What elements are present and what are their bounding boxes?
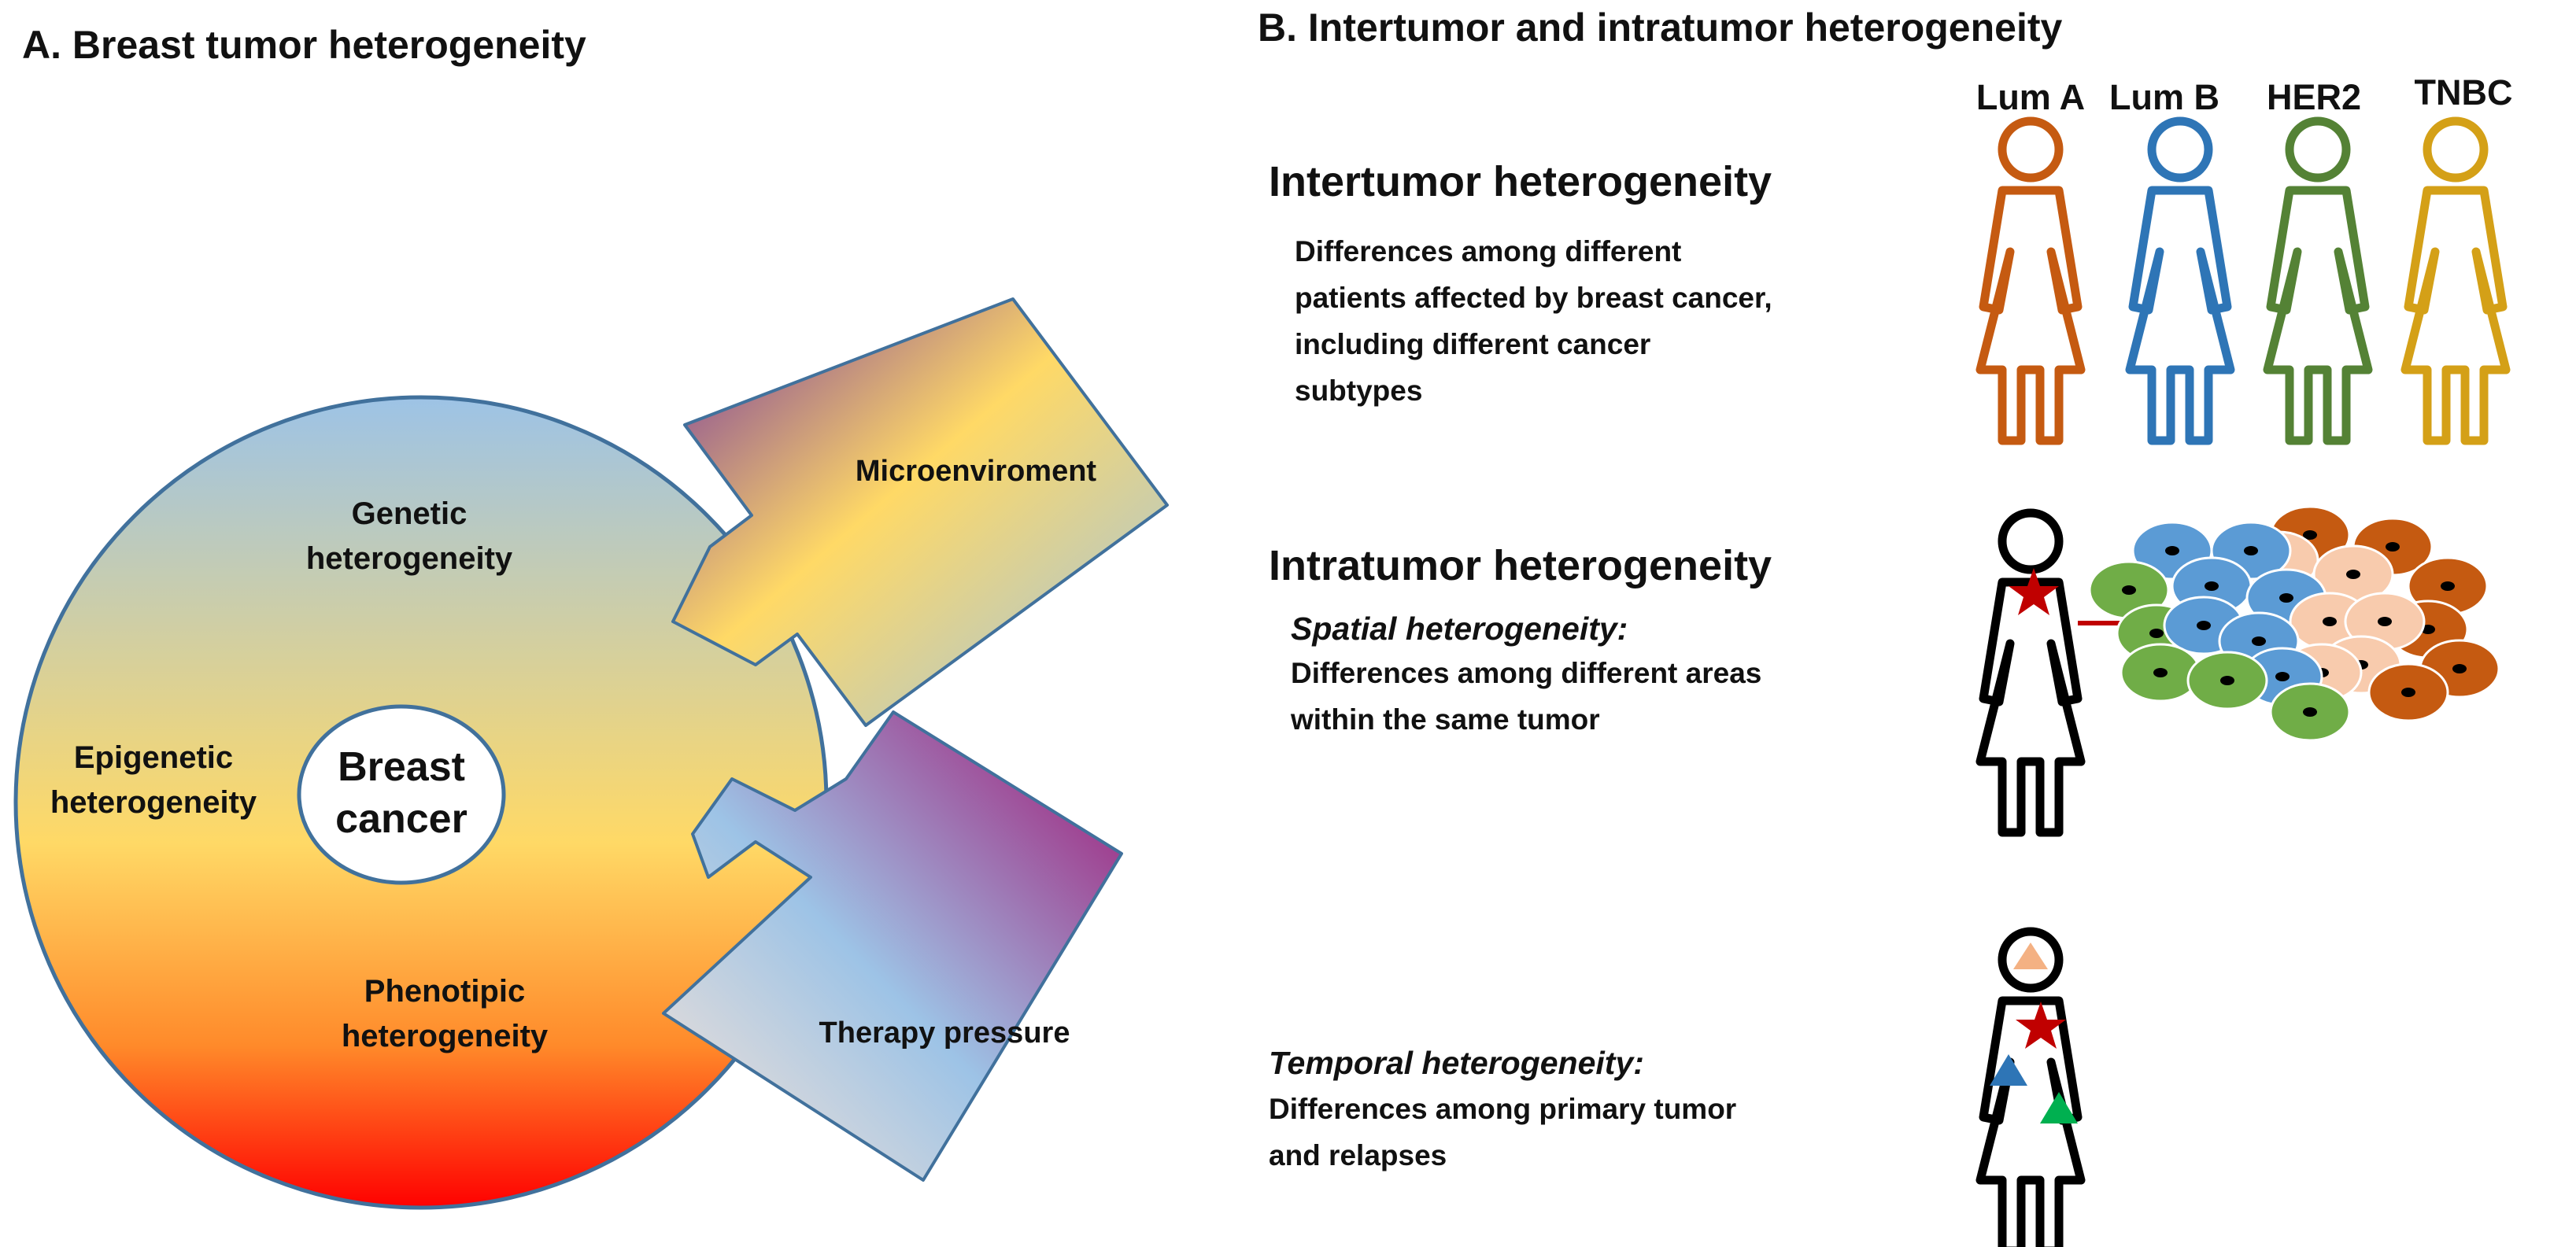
tumor-cell-nucleus	[2197, 621, 2211, 630]
temporal-description: Differences among primary tumor and rela…	[1269, 1093, 1737, 1171]
temporal-woman-icon	[1980, 932, 2081, 1247]
tumor-cell-nucleus	[2323, 617, 2337, 626]
therapy-pressure-label: Therapy pressure	[819, 1016, 1070, 1050]
tumor-cell-nucleus	[2401, 688, 2415, 697]
tumor-cell-cluster	[2088, 505, 2500, 742]
tumor-cell-nucleus	[2149, 629, 2164, 638]
tumor-cell-nucleus	[2122, 585, 2136, 595]
subtype-label-lum-b: Lum B	[2109, 77, 2219, 117]
breast-cancer-core	[297, 704, 506, 885]
phenotypic-heterogeneity-label: Phenotipic heterogeneity	[341, 974, 549, 1053]
relapse-star-icon	[2016, 1002, 2066, 1049]
tumor-cell-nucleus	[2252, 636, 2266, 646]
subtype-label-tnbc: TNBC	[2414, 72, 2513, 113]
her2-woman-icon	[2267, 121, 2368, 441]
intertumor-heading: Intertumor heterogeneity	[1269, 158, 1772, 205]
lum-b-woman-icon	[2130, 121, 2230, 441]
relapse-triangle-blue-icon	[1990, 1054, 2027, 1086]
spatial-heading: Spatial heterogeneity:	[1291, 611, 1628, 647]
primary-triangle-orange-icon	[2013, 943, 2048, 969]
intertumor-description: Differences among different patients aff…	[1295, 235, 1772, 407]
tumor-cell-nucleus	[2153, 668, 2168, 677]
panel-a-title: A. Breast tumor heterogeneity	[22, 23, 586, 67]
spatial-description: Differences among different areas within…	[1291, 657, 1762, 736]
therapy-pressure-arrow	[662, 710, 1123, 1182]
tumor-cell-nucleus	[2378, 617, 2392, 626]
lum-a-woman-icon	[1980, 121, 2081, 441]
tumor-cell-nucleus	[2303, 707, 2317, 717]
relapse-triangle-green-icon	[2040, 1092, 2078, 1123]
tumor-cell-nucleus	[2386, 542, 2400, 552]
genetic-heterogeneity-label: Genetic heterogeneity	[305, 496, 513, 576]
tumor-cell-nucleus	[2244, 546, 2258, 555]
subtype-label-her2: HER2	[2266, 77, 2362, 117]
tnbc-woman-icon	[2405, 121, 2506, 441]
epigenetic-heterogeneity-label: Epigenetic heterogeneity	[50, 740, 257, 820]
temporal-heading: Temporal heterogeneity:	[1269, 1045, 1644, 1081]
tumor-cell-nucleus	[2441, 581, 2455, 591]
tumor-cell-nucleus	[2279, 593, 2293, 603]
tumor-cell-nucleus	[2165, 546, 2179, 555]
tumor-cell-nucleus	[2452, 664, 2467, 673]
tumor-cell-nucleus	[2205, 581, 2219, 591]
tumor-cell-nucleus	[2275, 672, 2290, 681]
tumor-star-icon	[2009, 568, 2059, 615]
tumor-cell-nucleus	[2346, 570, 2360, 579]
tumor-cell-nucleus	[2220, 676, 2234, 685]
microenvironment-arrow	[671, 297, 1169, 727]
panel-b-title: B. Intertumor and intratumor heterogenei…	[1258, 6, 2063, 50]
intratumor-heading: Intratumor heterogeneity	[1269, 542, 1772, 589]
subtype-label-lum-a: Lum A	[1975, 77, 2086, 117]
tumor-cell-nucleus	[2303, 530, 2317, 540]
breast-cancer-label: Breast cancer	[335, 744, 468, 842]
intratumor-woman-icon	[1980, 513, 2081, 832]
microenvironment-label: Microenviroment	[855, 455, 1097, 488]
